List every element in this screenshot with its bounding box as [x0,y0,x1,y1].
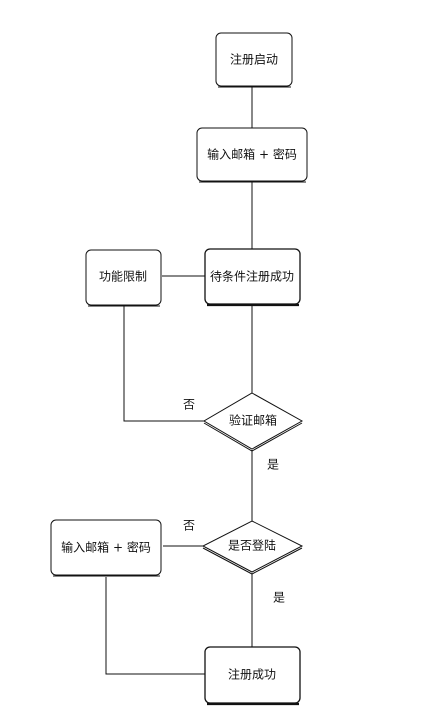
node-verify: 验证邮箱 [203,392,304,452]
node-start-label: 注册启动 [230,52,278,67]
connectors [105,84,253,675]
node-limited: 功能限制 [85,249,162,307]
edge-label-login-yes: 是 [273,591,285,605]
node-success-label: 注册成功 [228,667,276,682]
node-input-top: 输入邮箱 + 密码 [196,127,308,183]
node-login-check: 是否登陆 [201,520,304,575]
node-start: 注册启动 [215,32,293,88]
edge-label-login-no: 否 [183,519,195,533]
node-pending: 待条件注册成功 [204,248,301,307]
node-input-bottom: 输入邮箱 + 密码 [50,519,162,577]
edge-label-verify-yes: 是 [267,458,279,472]
node-success: 注册成功 [204,646,301,706]
node-input-top-label: 输入邮箱 + 密码 [207,147,297,162]
node-input-bottom-label: 输入邮箱 + 密码 [61,540,151,555]
edge-input-to-success [105,577,205,675]
node-login-check-label: 是否登陆 [228,538,276,553]
edge-label-verify-no: 否 [183,398,195,412]
node-verify-label: 验证邮箱 [229,413,277,428]
node-pending-label: 待条件注册成功 [210,269,294,284]
node-limited-label: 功能限制 [99,270,147,284]
edge-verify-no-to-limited [123,305,204,422]
